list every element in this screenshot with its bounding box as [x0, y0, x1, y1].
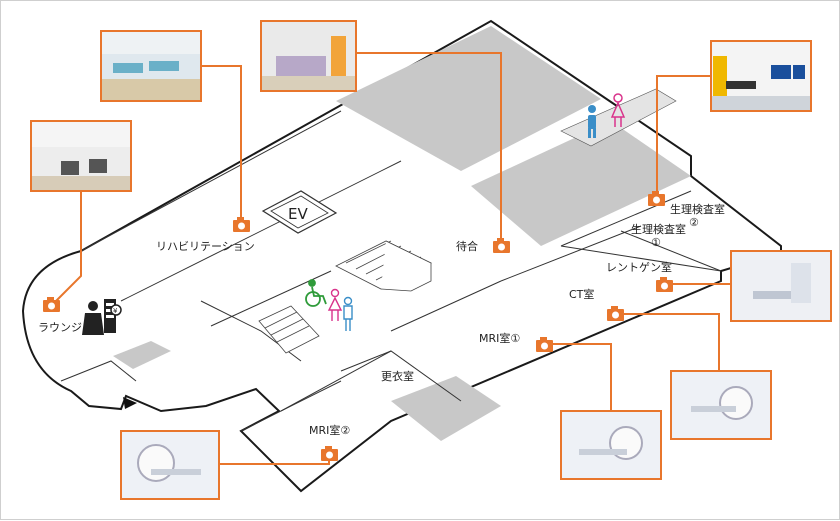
- photo-mri1[interactable]: [560, 410, 662, 480]
- elevator-inner: [270, 195, 329, 229]
- camera-icon[interactable]: [648, 191, 665, 206]
- photo-lounge[interactable]: [30, 120, 132, 192]
- stairs-center: [335, 240, 432, 292]
- room-label-xray: レントゲン室: [606, 260, 672, 274]
- elevator-box: [261, 190, 338, 234]
- camera-icon[interactable]: [536, 337, 553, 352]
- entrance-arrow-icon: [123, 397, 137, 409]
- shaded-area-south: [391, 376, 501, 441]
- shaded-area-west: [113, 341, 171, 369]
- photo-ct[interactable]: [670, 370, 772, 440]
- room-label-physio2: 生理検査室: [670, 202, 725, 216]
- camera-icon[interactable]: [43, 297, 60, 312]
- leader-physio: [656, 75, 711, 196]
- camera-icon[interactable]: [321, 446, 338, 461]
- shaded-area-east: [471, 121, 691, 246]
- room-label-physio1: 生理検査室: [631, 222, 686, 236]
- interior-walls: [60, 110, 722, 432]
- photo-physio[interactable]: [710, 40, 812, 112]
- camera-icon[interactable]: [493, 238, 510, 253]
- female-restroom-icon-2: [327, 288, 343, 321]
- room-label-locker: 更衣室: [381, 369, 414, 383]
- room-label-physio1-num: ①: [651, 236, 661, 249]
- leader-waiting: [356, 52, 502, 244]
- leader-ct: [619, 313, 720, 373]
- room-label-waiting: 待合: [456, 239, 478, 253]
- room-label-lounge: ラウンジ: [38, 321, 82, 334]
- wheelchair-icon: [305, 279, 327, 307]
- photo-mri2[interactable]: [120, 430, 220, 500]
- camera-icon[interactable]: [233, 217, 250, 232]
- leader-lounge: [55, 189, 82, 302]
- photo-xray[interactable]: [730, 250, 832, 322]
- leader-rehab: [201, 65, 242, 221]
- room-label-mri1: MRI室①: [479, 331, 520, 345]
- male-restroom-icon-2: [343, 296, 353, 331]
- room-label-rehab: リハビリテーション: [156, 240, 255, 253]
- female-restroom-icon: [610, 93, 626, 127]
- stairs-west: [258, 305, 320, 354]
- room-label-mri2: MRI室②: [309, 423, 350, 437]
- male-restroom-icon: [588, 105, 596, 138]
- photo-waiting[interactable]: [260, 20, 357, 92]
- vending-machine-icon: ¥: [82, 299, 122, 335]
- room-label-ev: EV: [288, 205, 308, 223]
- leader-mri1: [546, 343, 612, 411]
- svg-text:¥: ¥: [113, 307, 118, 315]
- camera-icon[interactable]: [656, 277, 673, 292]
- room-label-ct: CT室: [569, 287, 594, 301]
- photo-rehab[interactable]: [100, 30, 202, 102]
- room-label-physio2-num: ②: [689, 216, 699, 229]
- camera-icon[interactable]: [607, 306, 624, 321]
- shaded-area-north: [336, 26, 601, 171]
